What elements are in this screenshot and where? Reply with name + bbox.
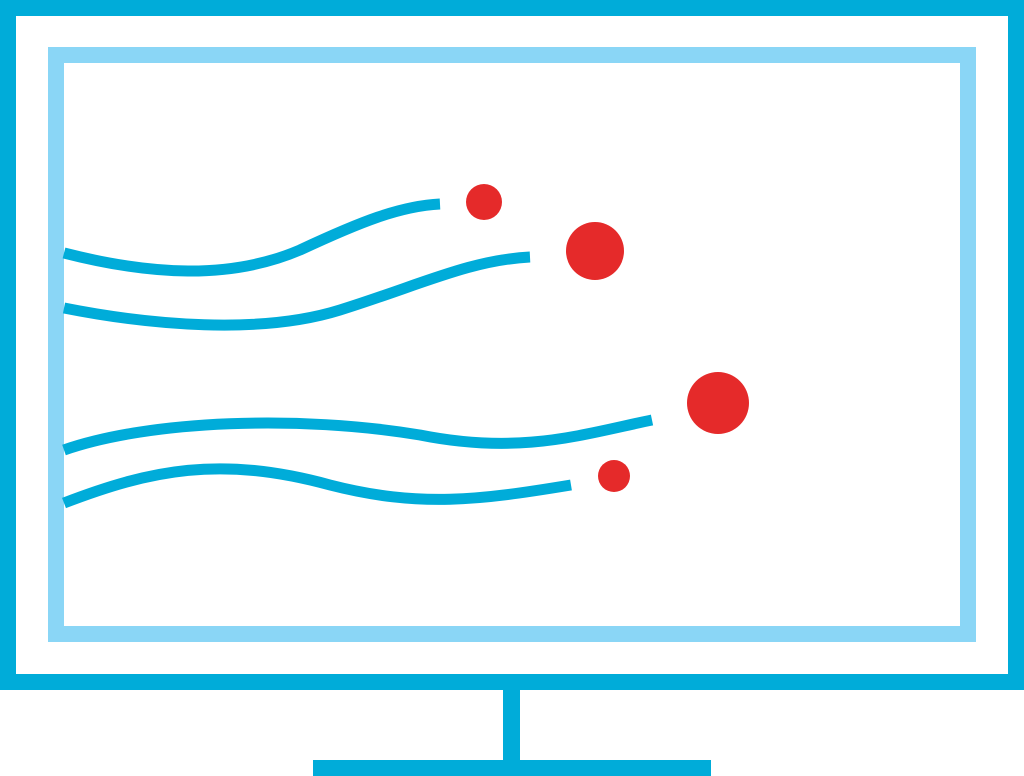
red-dot-3 bbox=[687, 372, 749, 434]
motion-streak-4 bbox=[62, 463, 572, 509]
red-dot-4 bbox=[598, 460, 630, 492]
monitor-screen-border bbox=[48, 47, 976, 642]
monitor-outer-frame bbox=[0, 0, 1024, 690]
monitor-stand-base bbox=[313, 760, 711, 776]
monitor-stand-neck bbox=[503, 690, 520, 762]
motion-streak-1 bbox=[62, 198, 441, 277]
red-dot-2 bbox=[566, 222, 624, 280]
motion-streak-2 bbox=[62, 251, 531, 331]
motion-streak-3 bbox=[62, 414, 654, 456]
red-dot-1 bbox=[466, 184, 502, 220]
